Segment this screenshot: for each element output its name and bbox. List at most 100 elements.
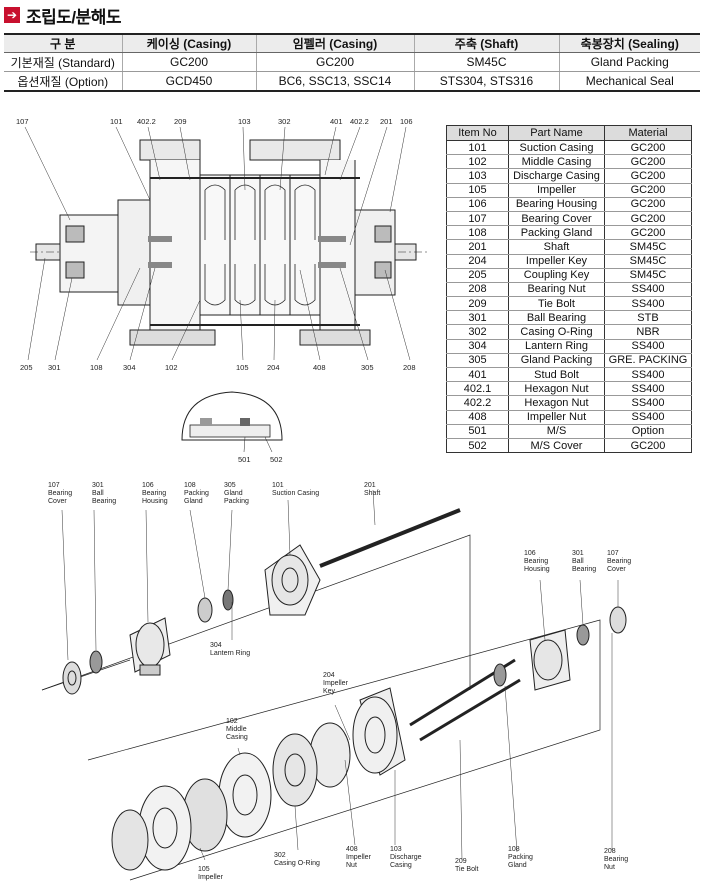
exploded-label-line: Cover: [48, 498, 67, 505]
spec-cell: GC200: [255, 52, 414, 72]
detail-label: 501: [238, 455, 251, 464]
exploded-label-line: Bearing: [48, 490, 73, 497]
exploded-label-line: Bearing: [524, 558, 549, 565]
spec-cell: BC6, SSC13, SSC14: [255, 71, 414, 92]
parts-cell: Impeller: [508, 183, 605, 198]
parts-cell: SM45C: [604, 254, 692, 269]
parts-cell: 402.2: [446, 395, 509, 411]
exploded-label-line: 304: [210, 642, 222, 649]
parts-cell: GC200: [604, 140, 692, 156]
exploded-label-line: 106: [524, 550, 536, 557]
parts-cell: Suction Casing: [508, 140, 605, 156]
parts-cell: Bearing Cover: [508, 211, 605, 227]
section-label: 106: [400, 117, 413, 126]
parts-cell: 105: [446, 183, 509, 198]
section-label: 101: [110, 117, 123, 126]
section-bottom-labels: 205 301 108 304 102 105 204 408 305 208: [20, 363, 416, 372]
sectional-drawing: [30, 139, 430, 346]
exploded-label-line: Bearing: [142, 490, 167, 497]
exploded-label-line: Nut: [346, 862, 357, 869]
exploded-label-line: 101: [272, 482, 284, 489]
section-label: 305: [361, 363, 374, 372]
section-label: 402.2: [350, 117, 369, 126]
spec-cell: SM45C: [413, 52, 559, 72]
parts-cell: 305: [446, 353, 509, 369]
parts-cell: Middle Casing: [508, 154, 605, 170]
exploded-label-line: 107: [48, 482, 60, 489]
exploded-view: [41, 508, 627, 881]
parts-cell: GRE. PACKING: [604, 353, 692, 369]
exploded-label-line: Cover: [607, 566, 626, 573]
exploded-label-line: 301: [92, 482, 104, 489]
parts-cell: Bearing Nut: [508, 282, 605, 298]
parts-cell: SM45C: [604, 239, 692, 255]
exploded-label-line: 108: [508, 846, 520, 853]
section-label: 408: [313, 363, 326, 372]
section-label: 209: [174, 117, 187, 126]
exploded-label-line: Tie Bolt: [455, 866, 479, 873]
exploded-label-line: Housing: [142, 498, 168, 505]
parts-cell: GC200: [604, 197, 692, 212]
parts-cell: Lantern Ring: [508, 339, 605, 354]
section-label: 105: [236, 363, 249, 372]
parts-cell: 205: [446, 268, 509, 283]
exploded-label-line: Casing: [390, 862, 412, 869]
spec-cell: Mechanical Seal: [558, 71, 700, 92]
exploded-label-line: 107: [607, 550, 619, 557]
exploded-label-line: 301: [572, 550, 584, 557]
exploded-label-line: 408: [346, 846, 358, 853]
exploded-label-line: 302: [274, 852, 286, 859]
parts-cell: 201: [446, 239, 509, 255]
parts-column-header: Item No: [446, 125, 509, 141]
parts-cell: GC200: [604, 438, 692, 454]
exploded-label-line: 103: [390, 846, 402, 853]
section-header: ➔ 조립도/분해도: [4, 4, 122, 27]
parts-cell: Casing O-Ring: [508, 324, 605, 340]
exploded-label-line: Packing: [224, 498, 249, 505]
parts-cell: SS400: [604, 296, 692, 312]
exploded-label-line: 102: [226, 718, 238, 725]
exploded-label-line: 105: [198, 866, 210, 873]
exploded-label-line: Ball: [92, 490, 104, 497]
exploded-label-line: Bearing: [607, 558, 632, 565]
exploded-label-line: Key: [323, 688, 336, 695]
spec-column-header: 구 분: [4, 33, 122, 53]
exploded-label-line: 305: [224, 482, 236, 489]
parts-cell: Discharge Casing: [508, 168, 605, 184]
spec-cell: 기본재질 (Standard): [4, 52, 122, 72]
parts-cell: 502: [446, 438, 509, 454]
spec-cell: STS304, STS316: [413, 71, 559, 92]
parts-cell: Bearing Housing: [508, 197, 605, 212]
parts-cell: Hexagon Nut: [508, 395, 605, 411]
parts-cell: GC200: [604, 154, 692, 170]
spec-cell: GCD450: [121, 71, 256, 92]
parts-cell: 209: [446, 296, 509, 312]
parts-cell: GC200: [604, 183, 692, 198]
parts-cell: SS400: [604, 381, 692, 397]
section-label: 302: [278, 117, 291, 126]
arrow-right-icon: ➔: [4, 7, 20, 23]
